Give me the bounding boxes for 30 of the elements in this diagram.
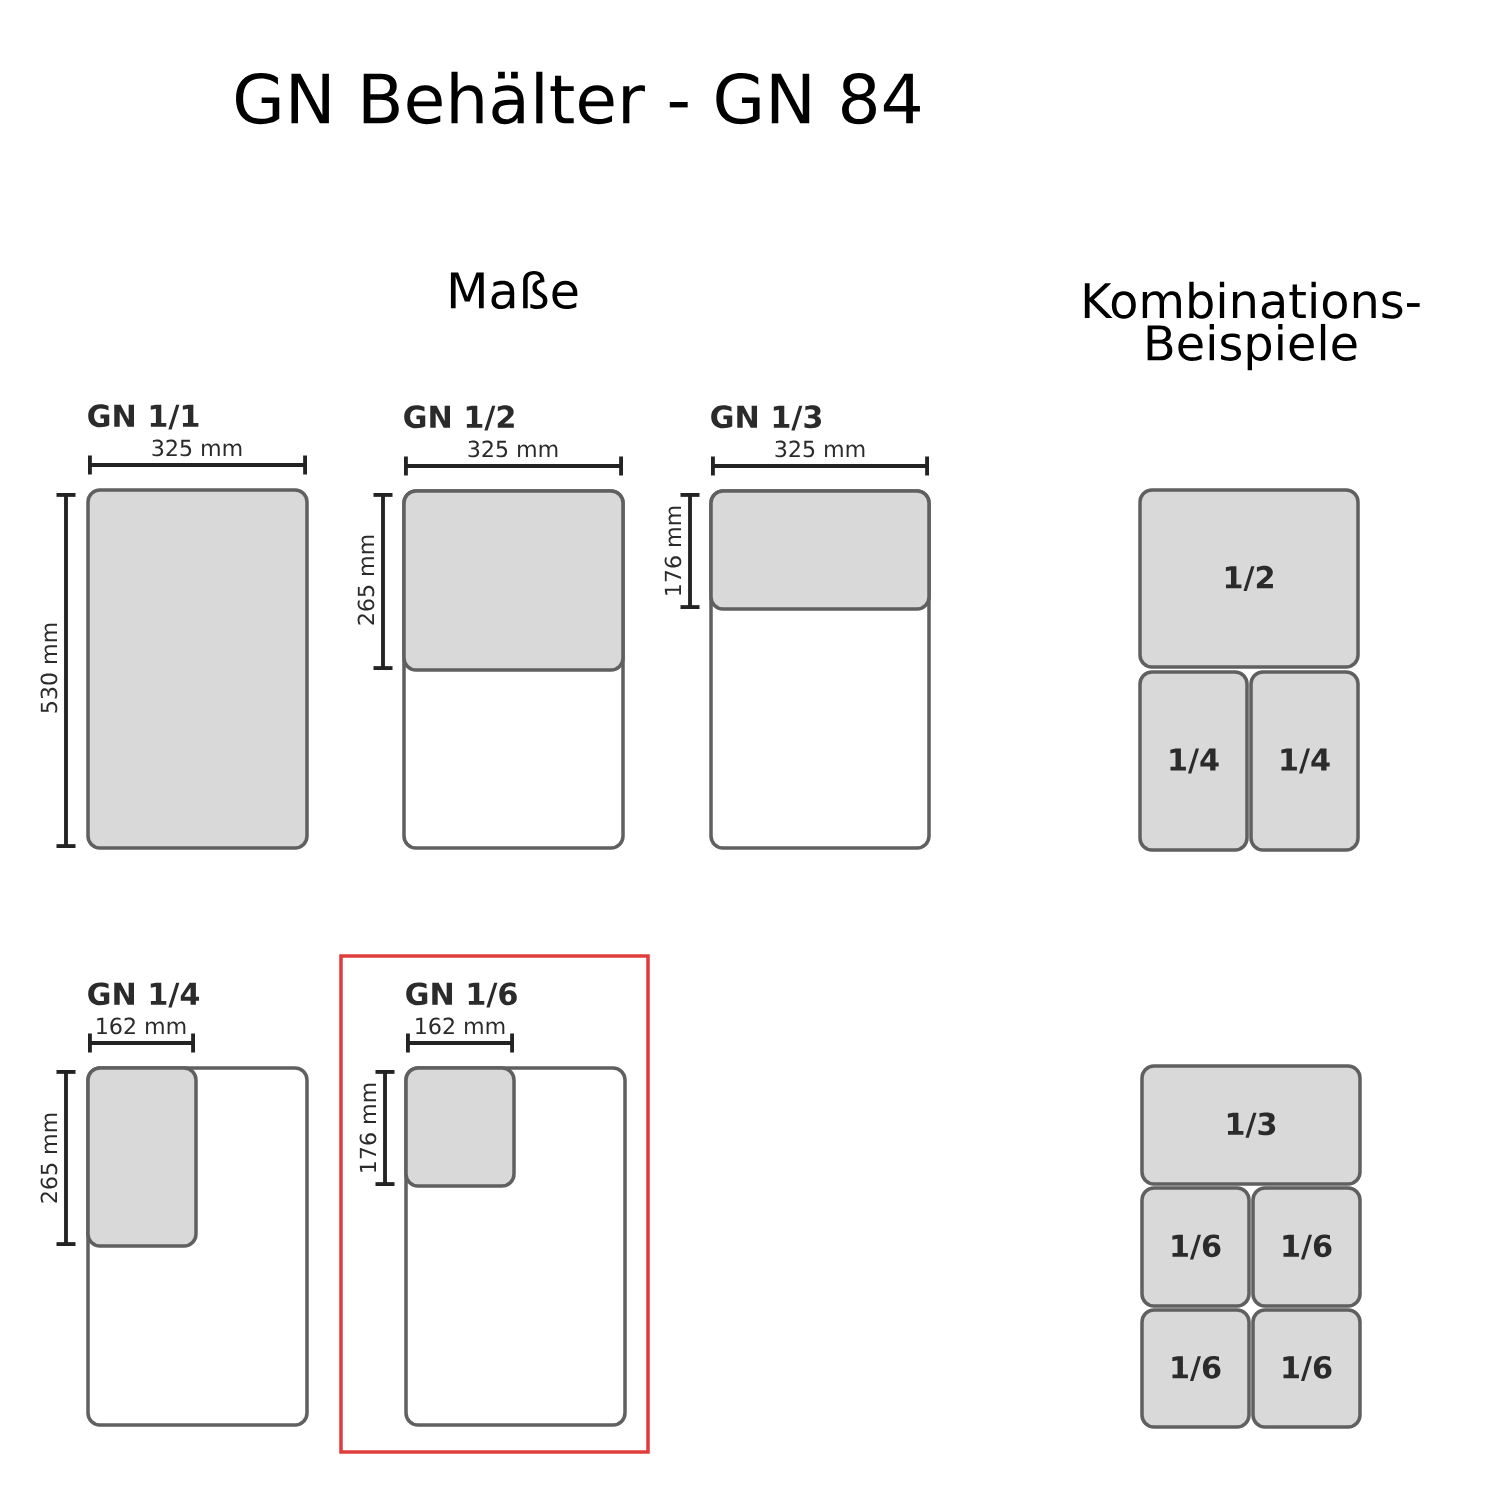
dimension-label: 325 mm bbox=[468, 440, 558, 458]
dimension-label: 325 mm bbox=[775, 440, 865, 458]
fraction-box: 1/3 bbox=[1140, 1064, 1362, 1186]
fraction-box: 1/2 bbox=[1138, 488, 1360, 669]
heading: GN 1/2 bbox=[404, 405, 514, 431]
title: GN Behälter - GN 84 bbox=[236, 71, 920, 125]
dimension-label: 176 mm bbox=[664, 506, 682, 595]
fraction-box: 1/4 bbox=[1138, 670, 1249, 852]
heading: GN 1/1 bbox=[88, 404, 199, 430]
dimension-label: 162 mm bbox=[97, 1017, 186, 1035]
dimension-label: 176 mm bbox=[359, 1083, 377, 1172]
fraction-box: 1/6 bbox=[1140, 1186, 1251, 1308]
section-heading: Maße bbox=[450, 270, 578, 310]
dimension-label: 265 mm bbox=[40, 1113, 58, 1203]
heading: GN 1/6 bbox=[406, 982, 517, 1008]
filled-section bbox=[402, 489, 625, 672]
dimension-label: 530 mm bbox=[40, 623, 58, 713]
fraction-box: 1/4 bbox=[1249, 670, 1360, 852]
section-heading: Kombinations- Beispiele bbox=[1084, 281, 1420, 371]
dimension-label: 265 mm bbox=[357, 535, 375, 625]
fraction-box: 1/6 bbox=[1251, 1308, 1362, 1429]
dimension-label: 325 mm bbox=[152, 439, 242, 457]
heading: GN 1/3 bbox=[711, 405, 822, 431]
fraction-box: 1/6 bbox=[1140, 1308, 1251, 1429]
filled-section bbox=[86, 1066, 198, 1248]
heading: GN 1/4 bbox=[88, 982, 200, 1008]
dimension-label: 162 mm bbox=[416, 1017, 505, 1035]
filled-section bbox=[404, 1066, 516, 1188]
fraction-box: 1/6 bbox=[1251, 1186, 1362, 1308]
filled-section bbox=[709, 489, 931, 611]
